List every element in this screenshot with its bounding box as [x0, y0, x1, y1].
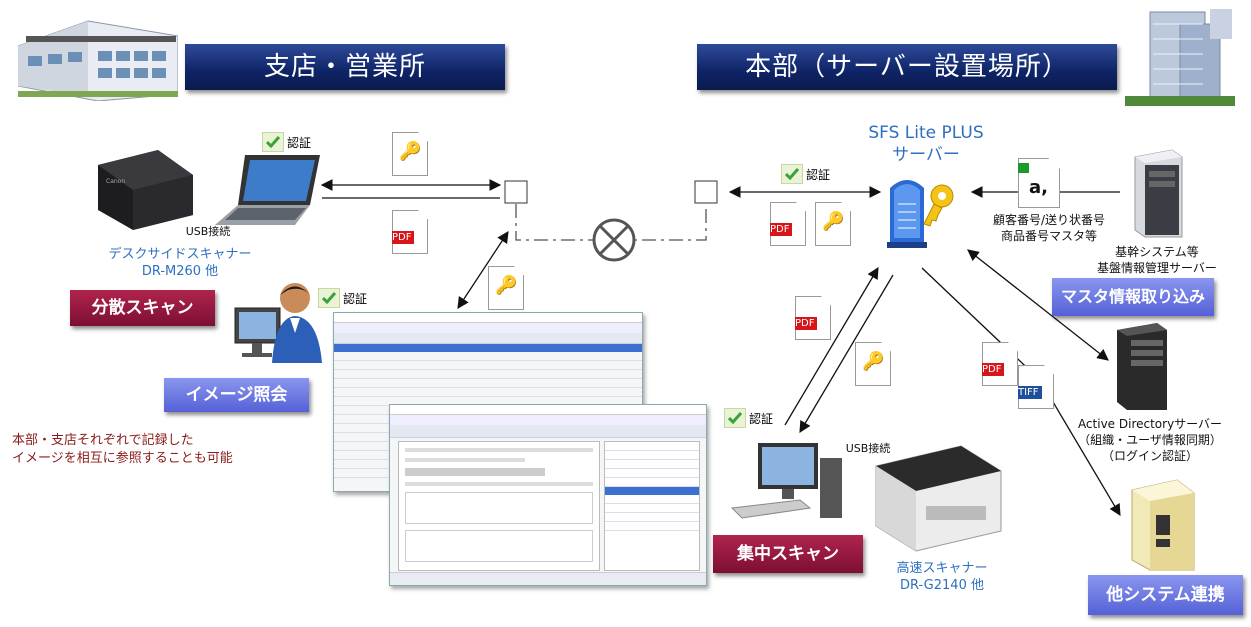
check-icon — [781, 164, 803, 184]
arrow-central-server-1 — [784, 266, 879, 426]
hs-scanner-caption: 高速スキャナー DR-G2140 他 — [862, 560, 1022, 594]
master-doc-glyph: a, — [1029, 177, 1048, 198]
hs-scanner-name: 高速スキャナー — [896, 561, 988, 576]
master-data-line-1: 顧客番号/送り状番号 — [992, 213, 1106, 227]
other-system-server-icon — [1122, 475, 1202, 575]
master-data-caption: 顧客番号/送り状番号 商品番号マスタ等 — [974, 212, 1124, 244]
distributed-scan-tag: 分散スキャン — [70, 290, 215, 326]
master-import-tag: マスタ情報取り込み — [1052, 278, 1214, 316]
master-data-line-2: 商品番号マスタ等 — [1000, 229, 1097, 243]
image-view-tag: イメージ照会 — [164, 378, 309, 412]
desk-scanner-model: DR-M260 他 — [141, 264, 219, 279]
pdf-badge: PDF — [392, 231, 415, 244]
router-left — [504, 180, 528, 204]
auth-badge-central: 認証 — [724, 408, 773, 428]
ad-caption: Active Directoryサーバー （組織・ユーザ情報同期） （ログイン認… — [1060, 416, 1240, 464]
pdf-document-icon-central: PDF — [795, 296, 831, 340]
check-icon — [724, 408, 746, 428]
key-document-icon-central: 🔑 — [855, 342, 891, 386]
desk-scanner-name: デスクサイドスキャナー — [108, 247, 252, 262]
arrow-server-ad — [967, 249, 1109, 361]
usb-label-hq: USB接続 — [845, 442, 891, 455]
wan-line — [515, 204, 707, 241]
core-system-line-1: 基幹システム等 — [1115, 245, 1199, 259]
core-server-icon — [1130, 145, 1185, 240]
high-speed-scanner-icon — [866, 436, 1006, 556]
key-document-icon-hq: 🔑 — [815, 202, 851, 246]
ad-server-icon — [1112, 320, 1172, 412]
svg-text:Canon: Canon — [106, 178, 125, 185]
arrow-central-server-2 — [799, 274, 894, 434]
usb-label-branch: USB接続 — [185, 225, 231, 238]
check-icon — [318, 288, 340, 308]
auth-label: 認証 — [749, 411, 774, 426]
note-line-2: イメージを相互に参照することも可能 — [12, 451, 233, 466]
auth-badge-laptop: 認証 — [262, 132, 311, 152]
pdf-document-icon-export: PDF — [982, 342, 1018, 386]
auth-label: 認証 — [287, 135, 312, 150]
ad-line-3: （ログイン認証） — [1101, 449, 1198, 463]
central-pc-icon — [730, 438, 845, 530]
pdf-document-icon: PDF — [392, 210, 428, 254]
desk-scanner-icon: Canon — [88, 145, 198, 230]
ad-line-1: Active Directoryサーバー — [1077, 417, 1223, 431]
auth-label: 認証 — [806, 167, 831, 182]
server-subtitle: サーバー — [892, 145, 960, 165]
branch-building-icon — [17, 6, 179, 102]
key-document-icon: 🔑 — [392, 132, 428, 176]
branch-banner: 支店・営業所 — [185, 44, 505, 90]
hs-scanner-model: DR-G2140 他 — [900, 578, 984, 593]
master-data-document-icon: a, — [1018, 158, 1060, 208]
pdf-badge: PDF — [982, 363, 1005, 376]
tiff-badge: TIFF — [1018, 386, 1042, 399]
pdf-document-icon-hq: PDF — [770, 202, 806, 246]
pdf-badge: PDF — [795, 317, 818, 330]
app-window-detail — [389, 404, 707, 586]
core-system-line-2: 基盤情報管理サーバー — [1097, 261, 1217, 275]
key-document-icon-viewer: 🔑 — [488, 266, 524, 310]
arrow-viewer-router — [457, 231, 509, 309]
check-icon — [262, 132, 284, 152]
desk-scanner-caption: デスクサイドスキャナー DR-M260 他 — [90, 246, 270, 280]
hq-banner: 本部（サーバー設置場所） — [697, 44, 1117, 90]
server-caption: SFS Lite PLUS サーバー — [846, 122, 1006, 166]
note-line-1: 本部・支店それぞれで記録した — [12, 433, 194, 448]
router-right — [694, 180, 718, 204]
laptop-icon — [210, 150, 325, 230]
core-system-caption: 基幹システム等 基盤情報管理サーバー — [1082, 244, 1232, 276]
wan-cross-icon — [592, 218, 636, 262]
system-link-tag: 他システム連携 — [1088, 575, 1243, 615]
auth-badge-viewer: 認証 — [318, 288, 367, 308]
auth-badge-hq: 認証 — [781, 164, 830, 184]
server-title: SFS Lite PLUS — [868, 123, 984, 143]
auth-label: 認証 — [343, 291, 368, 306]
pdf-badge: PDF — [770, 223, 793, 236]
user-pc-icon — [230, 278, 330, 368]
central-scan-tag: 集中スキャン — [713, 535, 863, 573]
server-icon — [882, 168, 972, 250]
note-text: 本部・支店それぞれで記録した イメージを相互に参照することも可能 — [12, 432, 342, 468]
hq-building-icon — [1125, 4, 1235, 108]
tiff-document-icon: TIFF — [1018, 365, 1054, 409]
ad-line-2: （組織・ユーザ情報同期） — [1078, 433, 1222, 447]
